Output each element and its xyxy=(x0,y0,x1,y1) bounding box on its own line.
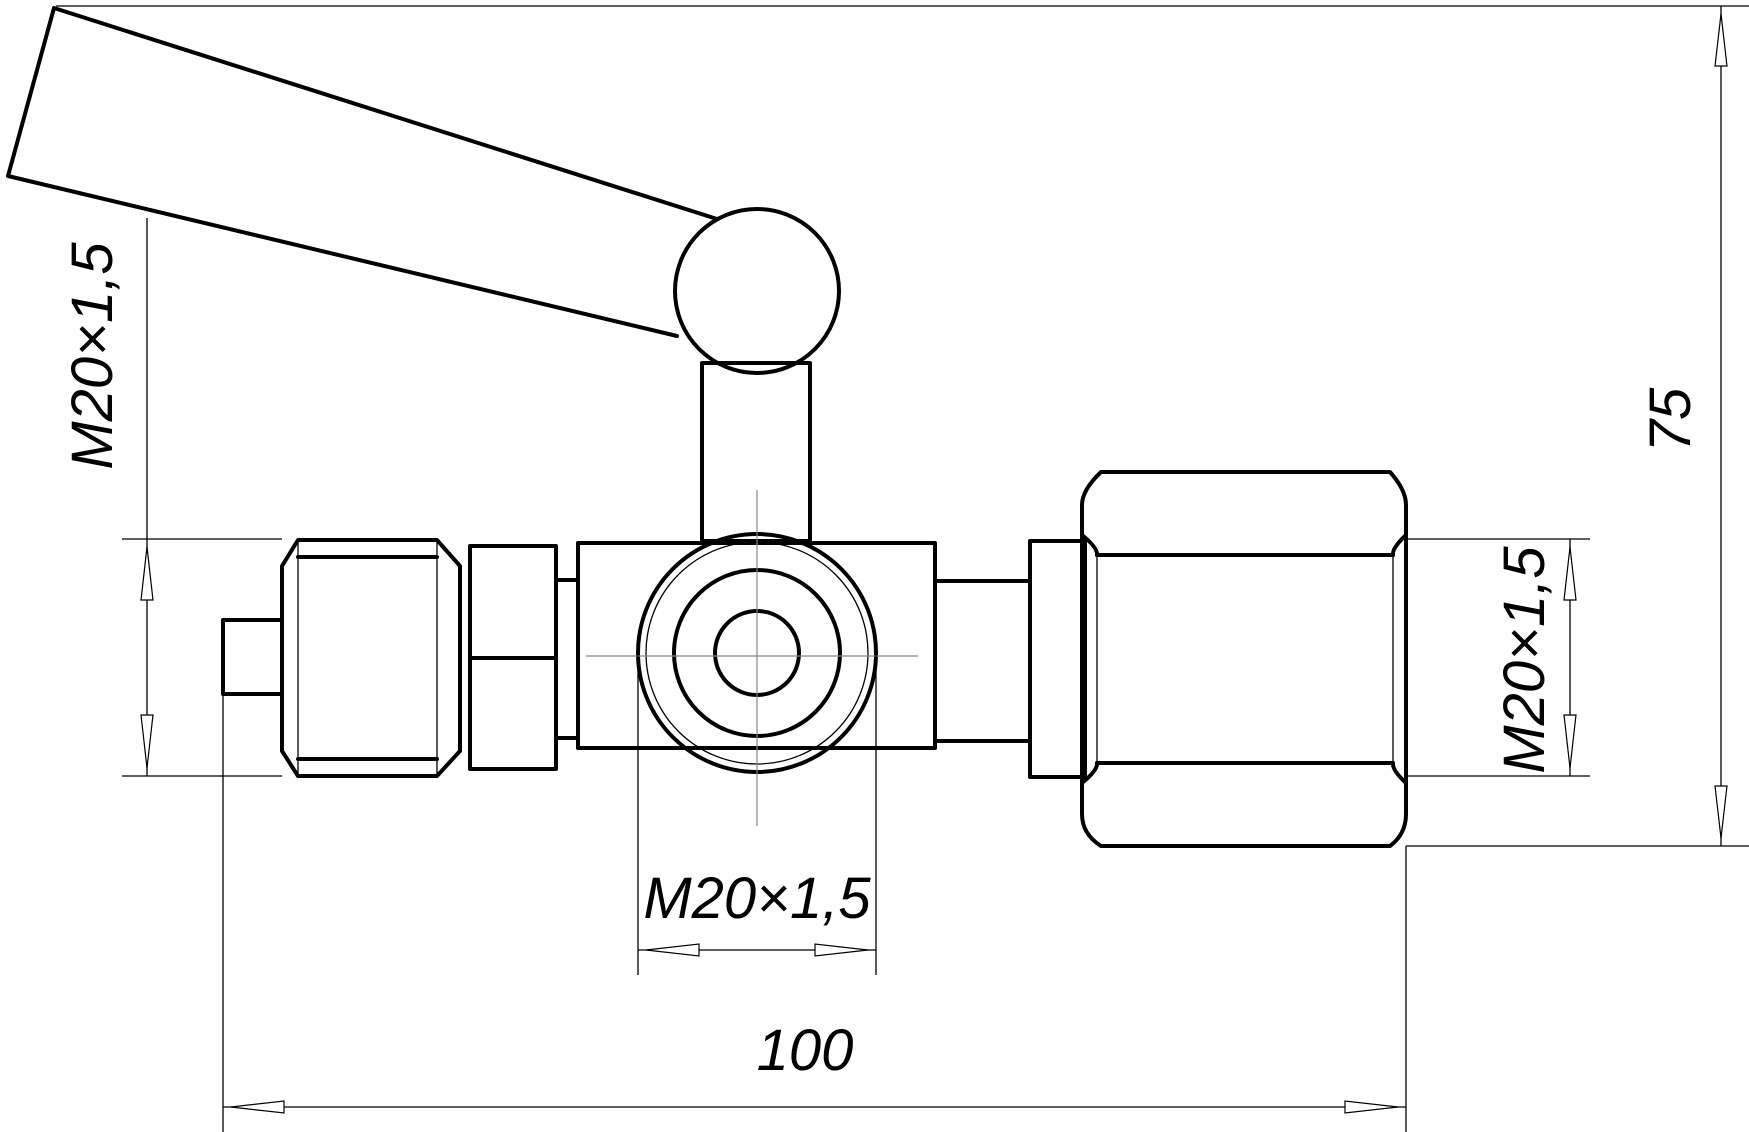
left-threaded-fitting xyxy=(280,538,462,778)
handle-lever xyxy=(6,6,719,338)
center-lines xyxy=(586,490,918,826)
dimension-height xyxy=(56,5,1749,847)
bottom-thread-label: M20×1,5 xyxy=(643,866,871,931)
dimension-left-thread xyxy=(122,218,282,777)
right-pipe xyxy=(933,579,1032,743)
left-nipple xyxy=(221,618,284,696)
right-hex-nut xyxy=(1080,470,1408,848)
right-thread-label: M20×1,5 xyxy=(1492,546,1557,774)
valve-stem xyxy=(700,361,812,543)
dimension-length xyxy=(222,694,1407,1132)
dimension-center-thread xyxy=(637,653,877,975)
left-thread-label: M20×1,5 xyxy=(60,242,125,470)
dimension-right-thread xyxy=(1406,538,1590,777)
handle-ball xyxy=(673,207,841,375)
right-collar xyxy=(1028,539,1087,779)
left-nut xyxy=(468,544,580,771)
height-dimension-label: 75 xyxy=(1638,387,1703,452)
length-dimension-label: 100 xyxy=(757,1018,854,1083)
